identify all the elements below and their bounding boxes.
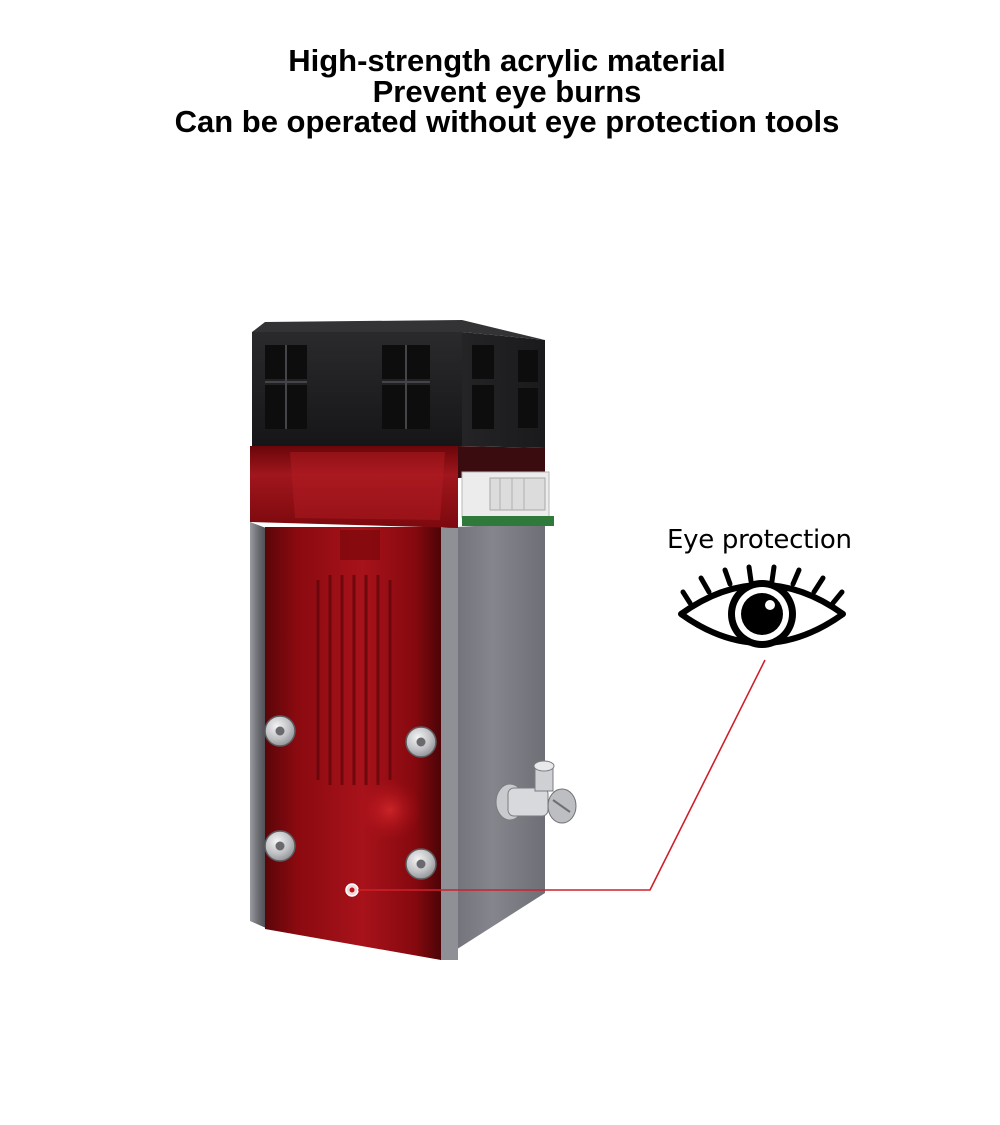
headline-line-1: High-strength acrylic material xyxy=(288,43,726,78)
headline-line-3: Can be operated without eye protection t… xyxy=(174,104,840,139)
laser-module-photo xyxy=(250,320,577,960)
headline: High-strength acrylic material Prevent e… xyxy=(0,43,1000,139)
housing-left-rail xyxy=(250,522,266,928)
eye-icon xyxy=(678,564,846,648)
acrylic-cover-top xyxy=(250,446,458,528)
air-nozzle xyxy=(495,760,577,824)
callout-leader-line xyxy=(358,659,766,891)
top-cap-top xyxy=(252,320,545,340)
heatsink-fins xyxy=(316,575,392,785)
housing-side-panel xyxy=(440,522,545,960)
cable-connector xyxy=(461,471,554,526)
eye-protection-label: Eye protection xyxy=(667,525,852,555)
housing-front-rail xyxy=(440,528,458,960)
headline-line-2: Prevent eye burns xyxy=(372,73,642,109)
front-screws xyxy=(264,715,437,880)
